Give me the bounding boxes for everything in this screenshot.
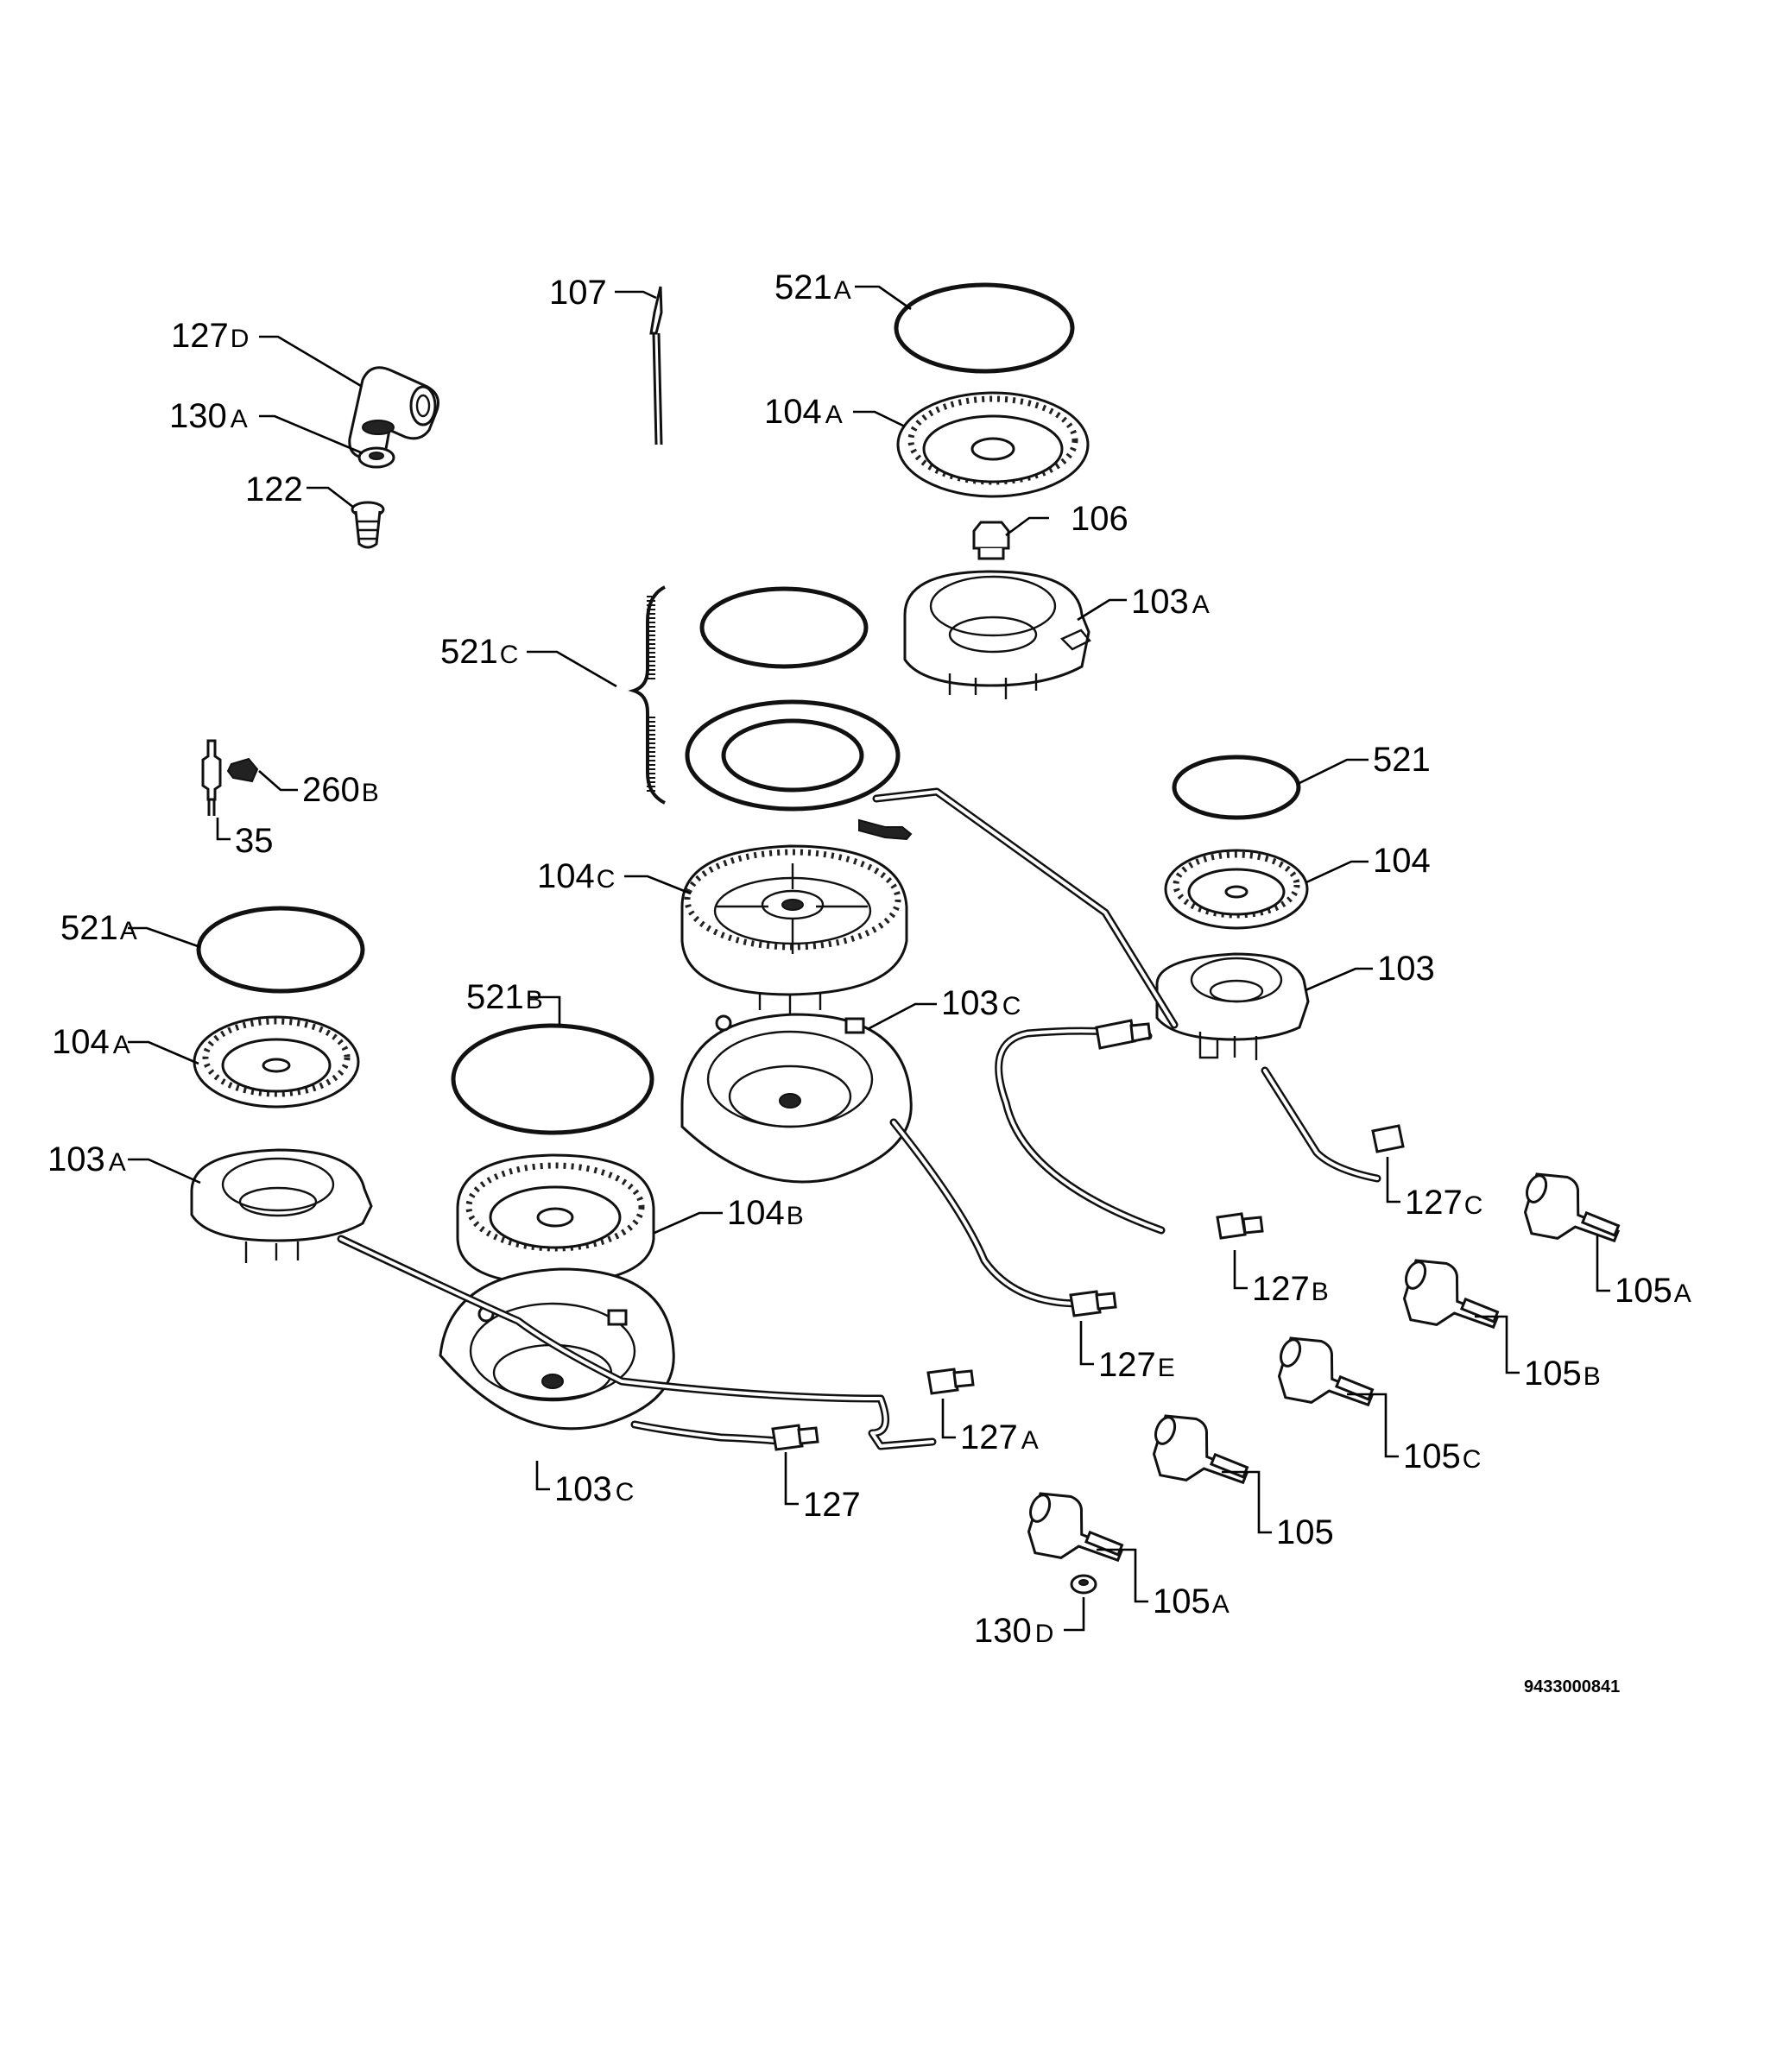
part-127d-elbow — [348, 366, 439, 460]
part-521b-ring — [451, 1023, 654, 1135]
part-521a-left-ring — [196, 906, 365, 994]
callout-521: 521 — [1373, 741, 1431, 779]
callout-105: 105 — [1276, 1513, 1334, 1551]
part-103a-left-base — [190, 1148, 373, 1263]
callout-122: 122 — [245, 471, 303, 509]
part-104-spreader — [1164, 849, 1309, 930]
leader-lines — [128, 285, 1610, 1632]
callout-104b: 104B — [727, 1194, 804, 1232]
callout-521a-left: 521A — [60, 909, 137, 947]
callout-260b: 260B — [302, 771, 379, 809]
part-105a-lower-valve — [1027, 1492, 1124, 1563]
part-107-probe — [649, 286, 663, 445]
callout-521b: 521B — [466, 978, 543, 1016]
part-521a-top-ring — [894, 282, 1075, 374]
part-104c-crown — [680, 844, 908, 1014]
part-105a-upper-valve — [1523, 1172, 1621, 1243]
part-106-injector — [972, 521, 1010, 560]
callout-127: 127 — [803, 1486, 861, 1524]
callout-105c: 105C — [1403, 1437, 1481, 1475]
part-122-screw — [351, 501, 385, 549]
part-130d-washer — [1070, 1574, 1097, 1595]
callout-104: 104 — [1373, 842, 1431, 880]
part-521c-large-ring — [685, 699, 901, 812]
part-103-base — [1155, 952, 1310, 1060]
part-105c-valve — [1277, 1336, 1375, 1407]
part-104a-left-spreader — [193, 1015, 360, 1109]
callout-127c: 127C — [1405, 1184, 1482, 1222]
callout-127e: 127E — [1098, 1346, 1175, 1384]
part-103a-top-base — [903, 570, 1091, 699]
callout-127b: 127B — [1252, 1270, 1329, 1308]
callout-521a-top: 521A — [774, 268, 851, 306]
callout-105a-upper: 105A — [1615, 1272, 1691, 1310]
callout-105b: 105B — [1524, 1355, 1601, 1393]
callout-127d: 127D — [171, 317, 249, 355]
part-521c-small-ring — [699, 586, 869, 669]
part-521c-brace — [628, 585, 666, 805]
callout-104c: 104C — [537, 857, 615, 895]
callout-106: 106 — [1071, 500, 1128, 538]
part-35-igniter — [201, 739, 222, 816]
part-104c-igniter — [858, 818, 913, 841]
document-number: 9433000841 — [1524, 1677, 1620, 1696]
callout-35: 35 — [235, 822, 274, 860]
part-260b-clip — [226, 757, 259, 783]
part-521-ring — [1172, 755, 1301, 820]
part-104b-spreader — [456, 1153, 655, 1286]
callout-107: 107 — [549, 274, 607, 312]
callout-105a-lower: 105A — [1153, 1582, 1230, 1620]
part-130a-washer — [357, 446, 395, 469]
part-103c-upper-base — [680, 1013, 913, 1184]
gas-pipes — [337, 787, 1381, 1450]
callout-103: 103 — [1377, 950, 1435, 988]
part-105-valve — [1152, 1414, 1249, 1485]
part-105b-valve — [1402, 1259, 1500, 1330]
pipe-nuts — [771, 1019, 1405, 1451]
part-104a-top-spreader — [896, 391, 1090, 498]
part-drawings — [190, 282, 1621, 1595]
callout-521c: 521C — [440, 633, 518, 671]
